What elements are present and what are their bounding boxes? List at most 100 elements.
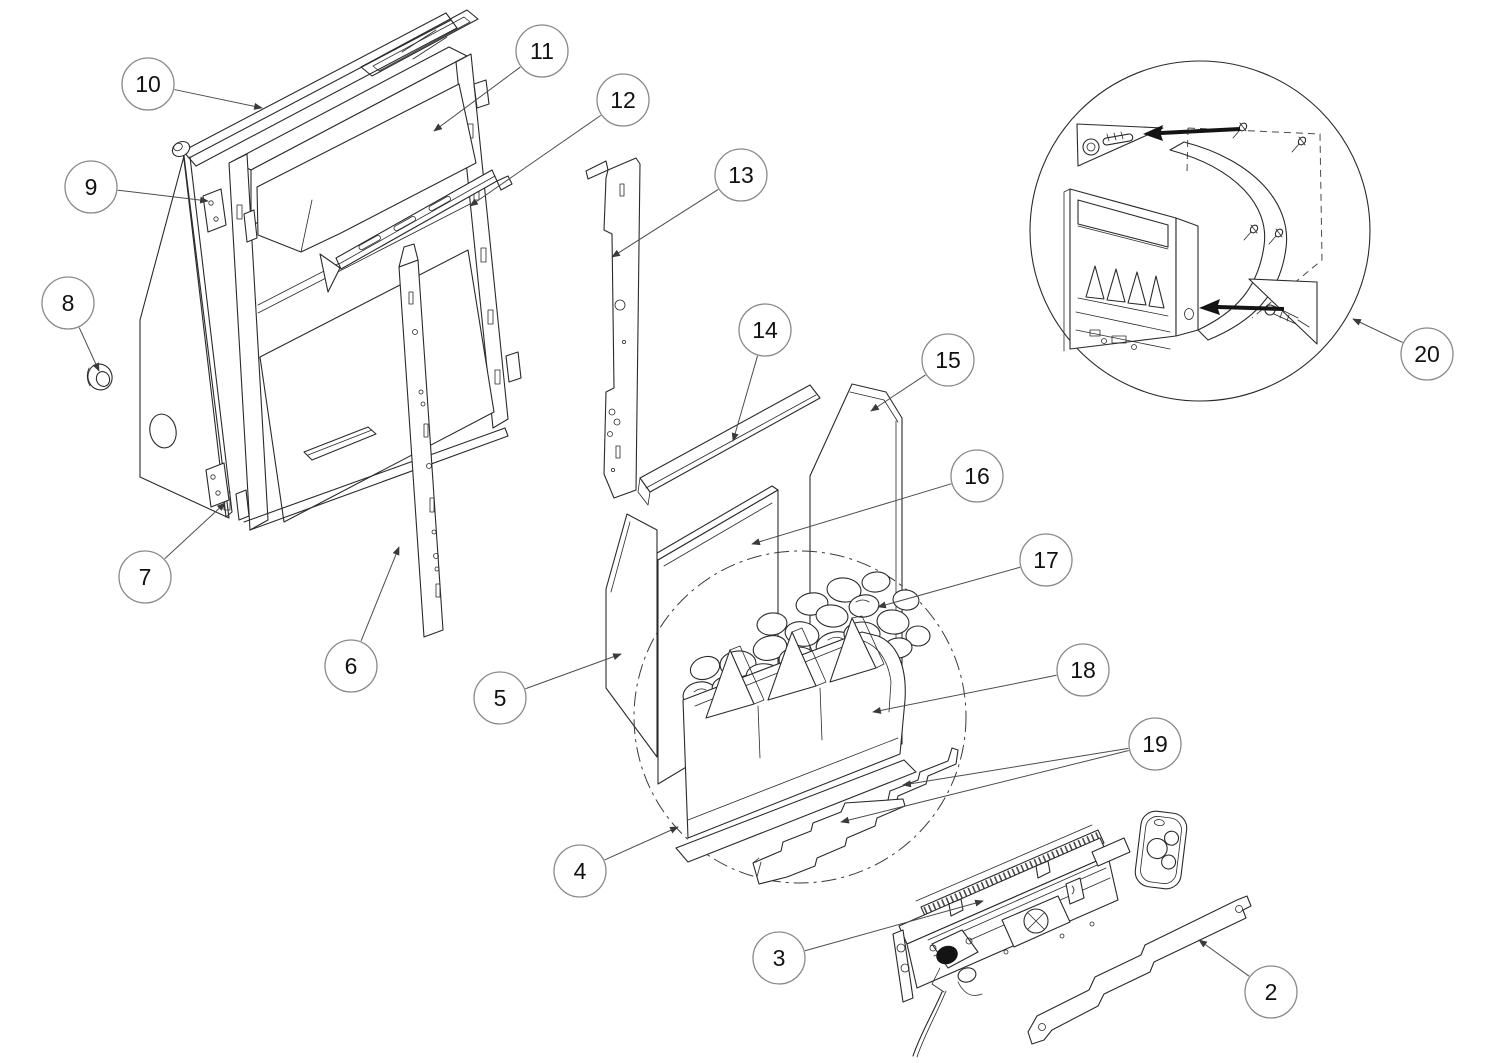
callout-4: 4 bbox=[553, 826, 679, 898]
callout-10: 10 bbox=[121, 57, 263, 111]
balloon-label: 19 bbox=[1142, 731, 1168, 757]
balloon-label: 2 bbox=[1265, 979, 1278, 1005]
casing-side-panel bbox=[139, 155, 230, 519]
callout-5: 5 bbox=[473, 653, 622, 725]
leader-line bbox=[872, 674, 1057, 714]
top-panel bbox=[637, 384, 821, 506]
callout-18: 18 bbox=[872, 643, 1110, 714]
casing-box bbox=[223, 46, 522, 531]
ceramic-burner-matrix bbox=[675, 615, 917, 863]
balloon-label: 5 bbox=[494, 685, 507, 711]
leader-line bbox=[1198, 939, 1250, 977]
balloon-circle bbox=[1244, 965, 1298, 1019]
leader-line bbox=[360, 546, 400, 642]
callout-13: 13 bbox=[611, 148, 768, 258]
burner-tray-assembly bbox=[892, 810, 1188, 1058]
balloon-circle bbox=[324, 639, 378, 693]
balloon-label: 4 bbox=[574, 858, 587, 884]
leader-line bbox=[78, 327, 100, 372]
cable-gland-flag bbox=[1199, 278, 1318, 345]
balloon-label: 3 bbox=[773, 945, 786, 971]
leader-line bbox=[751, 483, 952, 546]
bracket-rail bbox=[319, 169, 513, 293]
leader-line bbox=[611, 189, 719, 258]
burner-base-board bbox=[675, 759, 917, 863]
detail-zone-circle bbox=[633, 550, 967, 884]
callout-2: 2 bbox=[1198, 939, 1298, 1019]
leader-line bbox=[731, 355, 759, 442]
side-panel-left bbox=[605, 513, 658, 758]
grommet-bung bbox=[86, 363, 113, 391]
balloon-circle bbox=[118, 550, 172, 604]
balloon-circle bbox=[515, 24, 569, 78]
data-plate bbox=[1065, 877, 1085, 905]
balloon-circle bbox=[553, 844, 607, 898]
front-trim-frame bbox=[171, 12, 458, 518]
callout-3: 3 bbox=[752, 899, 984, 985]
balloon-label: 17 bbox=[1033, 547, 1059, 573]
leader-line bbox=[433, 66, 521, 132]
outer-casing-assembly bbox=[86, 9, 522, 638]
mini-fire-unit bbox=[1063, 188, 1199, 352]
balloon-label: 7 bbox=[139, 564, 152, 590]
leader-line bbox=[164, 502, 226, 560]
balloon-circle bbox=[921, 333, 975, 387]
control-knob bbox=[936, 945, 958, 965]
balloon-circle bbox=[64, 160, 118, 214]
balloon-circle bbox=[738, 303, 792, 357]
balloon-circle bbox=[1128, 717, 1182, 771]
balloon-circle bbox=[1400, 327, 1454, 381]
leader-line bbox=[604, 826, 679, 861]
balloon-label: 16 bbox=[964, 463, 990, 489]
detail-arrow-top bbox=[1143, 125, 1240, 141]
callout-14: 14 bbox=[731, 303, 792, 442]
callout-19: 19 bbox=[840, 717, 1182, 824]
leader-line bbox=[840, 750, 1129, 824]
balloon-circle bbox=[473, 671, 527, 725]
installation-detail bbox=[1029, 60, 1371, 402]
balloon-label: 8 bbox=[62, 290, 75, 316]
balloon-circle bbox=[41, 276, 95, 330]
balloon-label: 15 bbox=[935, 347, 961, 373]
gas-valve bbox=[929, 929, 983, 996]
detail-arrow-bottom bbox=[1199, 299, 1284, 315]
balloon-label: 9 bbox=[85, 174, 98, 200]
bottom-strip bbox=[1027, 895, 1252, 1045]
leader-line bbox=[174, 89, 263, 110]
leader-line bbox=[117, 189, 209, 204]
callout-7: 7 bbox=[118, 502, 226, 604]
fixing-screws bbox=[1232, 122, 1307, 245]
balloon-circle bbox=[596, 73, 650, 127]
balloon-label: 20 bbox=[1414, 341, 1440, 367]
leader-line bbox=[877, 566, 1021, 609]
callout-20: 20 bbox=[1352, 318, 1454, 381]
flap-panel bbox=[256, 83, 477, 253]
balloon-label: 10 bbox=[135, 71, 161, 97]
callout-6: 6 bbox=[324, 546, 400, 693]
balloon-circle bbox=[1019, 533, 1073, 587]
callout-12: 12 bbox=[469, 73, 650, 207]
balloon-label: 18 bbox=[1070, 657, 1096, 683]
fixing-plates bbox=[202, 188, 230, 508]
callout-16: 16 bbox=[751, 449, 1004, 546]
callout-17: 17 bbox=[877, 533, 1073, 609]
leader-line bbox=[1352, 318, 1403, 343]
detail-circle bbox=[1029, 60, 1371, 402]
firebox-interior bbox=[605, 383, 967, 885]
slide-strip bbox=[398, 243, 444, 638]
support-strip bbox=[585, 157, 641, 499]
callout-11: 11 bbox=[433, 24, 569, 132]
leader-line bbox=[525, 653, 622, 690]
callout-8: 8 bbox=[41, 276, 100, 372]
balloon-circle bbox=[752, 931, 806, 985]
callout-9: 9 bbox=[64, 160, 209, 214]
balloon-label: 11 bbox=[530, 38, 554, 64]
leader-line bbox=[469, 114, 602, 207]
end-bracket bbox=[892, 929, 914, 1003]
balloon-label: 14 bbox=[752, 317, 778, 343]
balloon-circle bbox=[950, 449, 1004, 503]
leader-line bbox=[870, 374, 926, 412]
